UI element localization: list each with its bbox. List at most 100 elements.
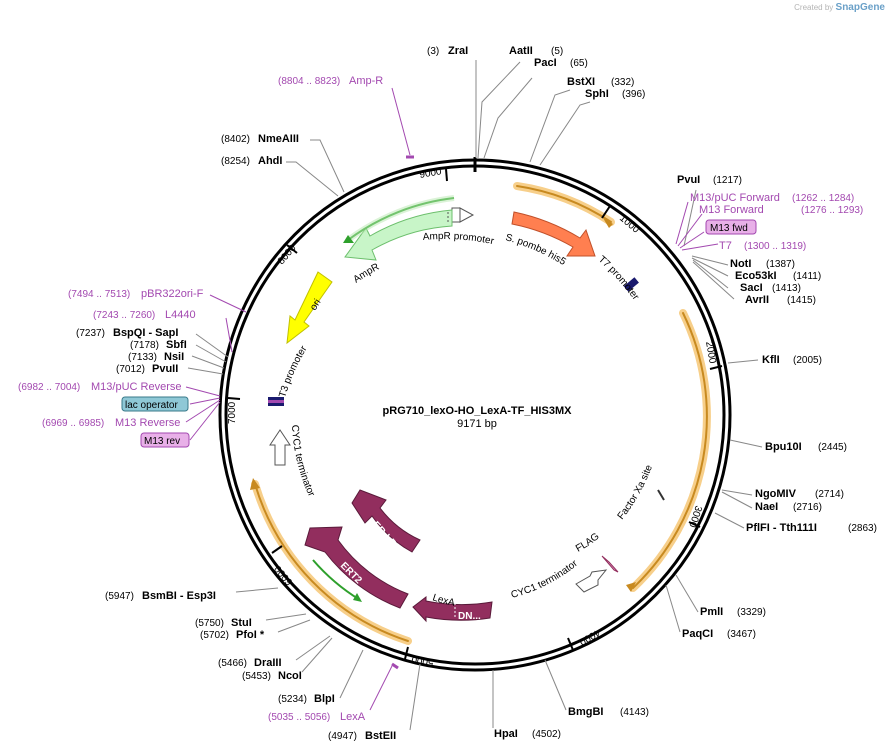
site-draiii-name: DraIII	[254, 657, 282, 669]
nmeaiii-leader	[310, 139, 345, 193]
eco53ki-leader	[691, 257, 729, 277]
cyc1-terminator-left-label: CYC1 terminator	[289, 425, 317, 499]
m13-rev-box-leader	[189, 401, 221, 441]
band-ert2-arrowhead	[250, 478, 260, 490]
site-hpai-name: HpaI	[494, 728, 518, 740]
site-eco53ki-pos: (1411)	[793, 271, 821, 282]
dn-label: DN...	[458, 611, 481, 622]
site-noti-name: NotI	[730, 258, 751, 270]
tick-label-2000: 2000	[703, 341, 718, 365]
site-bsmbi-name: BsmBI - Esp3I	[142, 590, 216, 602]
svg-text:AmpR promoter: AmpR promoter	[422, 231, 495, 247]
lexa-primer-leader	[369, 665, 393, 711]
site-stui-pos: (5750)	[195, 618, 224, 629]
m13-fwd-box-leader	[679, 231, 705, 249]
site-bspqi-name: BspQI - SapI	[113, 327, 178, 339]
sbfi-leader	[195, 344, 227, 363]
site-hpai-pos: (4502)	[532, 729, 561, 740]
pfoi-leader	[277, 619, 311, 633]
ert2-green-arrowhead	[353, 593, 362, 602]
site-leaders	[187, 60, 763, 731]
band-his5-arrowhead	[603, 218, 613, 228]
pbr322-leader	[209, 294, 247, 313]
primer-m13-rev-pos: (6969 .. 6985)	[42, 418, 104, 429]
plasmid-length: 9171 bp	[457, 418, 497, 430]
band-ert2-arrow	[254, 483, 409, 642]
primer-ampr-pos: (8804 .. 8823)	[278, 76, 340, 87]
m13puc-rev-leader	[185, 386, 221, 397]
tick-mark-2000	[709, 365, 723, 370]
primer-m13puc-fwd-pos: (1262 .. 1284)	[792, 193, 854, 204]
site-saci-pos: (1413)	[772, 283, 801, 294]
site-blpi-pos: (5234)	[278, 694, 307, 705]
paci-leader	[483, 77, 533, 159]
ert2-arrow	[304, 526, 409, 609]
site-avrii-pos: (1415)	[787, 295, 816, 306]
site-bspqi-pos: (7237)	[76, 328, 105, 339]
lac-operator-box	[121, 396, 189, 412]
site-ncoi-name: NcoI	[278, 670, 302, 682]
site-kfli-pos: (2005)	[793, 355, 822, 366]
aatii-leader	[477, 61, 521, 159]
bsmbi-leader	[235, 587, 279, 593]
kfli-leader	[727, 359, 759, 364]
credit-prefix: Created by	[794, 3, 834, 12]
site-paqci-name: PaqCI	[682, 628, 713, 640]
tick-label-1000: 1000	[617, 213, 641, 236]
site-bmgbi-pos: (4143)	[620, 707, 649, 718]
primer-t7-name: T7	[719, 240, 732, 252]
m13-fwd-box	[705, 219, 757, 235]
m13-rev-box-label: M13 rev	[144, 436, 180, 447]
scale-ticks	[227, 168, 723, 660]
site-draiii-pos: (5466)	[218, 658, 247, 669]
flag-marker	[601, 555, 619, 573]
m13-rev-leader	[185, 399, 221, 423]
tick-mark-8000	[286, 244, 298, 254]
primer-leaders	[185, 87, 719, 711]
ampr-arrow	[344, 209, 453, 261]
site-bsteii-pos: (4947)	[328, 731, 357, 742]
saci-leader	[692, 259, 729, 289]
spombe-his5-arrow	[511, 211, 596, 257]
primer-m13puc-rev-pos: (6982 .. 7004)	[18, 382, 80, 393]
t7-primer-leader	[681, 243, 719, 251]
site-bpu10i-name: Bpu10I	[765, 441, 802, 453]
site-pflfi-pos: (2863)	[848, 523, 877, 534]
site-nsii-pos: (7133)	[128, 352, 157, 363]
primer-m13-fwd-name: M13 Forward	[699, 204, 764, 216]
site-pvui-pos: (1217)	[713, 175, 742, 186]
primer-l4440-name: L4440	[165, 309, 196, 321]
primer-l4440-pos: (7243 .. 7260)	[93, 310, 155, 321]
ampr-promoter-arrow	[451, 207, 461, 223]
svg-text:AmpR: AmpR	[351, 262, 381, 286]
nsii-leader	[191, 355, 225, 369]
site-stui-name: StuI	[231, 617, 252, 629]
cyc1-terminator-left-arrow	[269, 429, 291, 466]
primer-m13puc-fwd-name: M13/pUC Forward	[690, 192, 780, 204]
site-paci-name: PacI	[534, 57, 557, 69]
site-naei-pos: (2716)	[793, 502, 822, 513]
tick-label-4000: 4000	[577, 626, 602, 647]
ampr-promoter-label: AmpR promoter	[422, 231, 495, 247]
factor-xa-marker	[657, 489, 665, 501]
tick-mark-5000	[404, 646, 409, 660]
ampr-green-highlight	[346, 195, 455, 243]
site-pflfi-name: PflFI - Tth111I	[746, 522, 817, 534]
band-lexa-arrowhead	[626, 582, 636, 592]
site-bmgbi-name: BmgBI	[568, 706, 603, 718]
site-ahdi-name: AhdI	[258, 155, 282, 167]
ampr-label: AmpR	[351, 262, 381, 286]
ampr-promoter-arrowhead	[459, 207, 475, 223]
site-nsii-name: NsiI	[164, 351, 184, 363]
site-pvui-name: PvuI	[677, 174, 700, 186]
tick-label-8000: 8000	[276, 242, 299, 266]
site-naei-name: NaeI	[755, 501, 778, 513]
bpu10i-leader	[729, 439, 763, 448]
t7-promoter-marker	[623, 277, 639, 292]
band-his5-arrow	[516, 185, 612, 223]
avrii-leader	[692, 261, 735, 300]
snapgene-brand: SnapGene	[835, 2, 885, 13]
svg-text:Factor Xa site: Factor Xa site	[616, 463, 655, 522]
site-saci-name: SacI	[740, 282, 763, 294]
